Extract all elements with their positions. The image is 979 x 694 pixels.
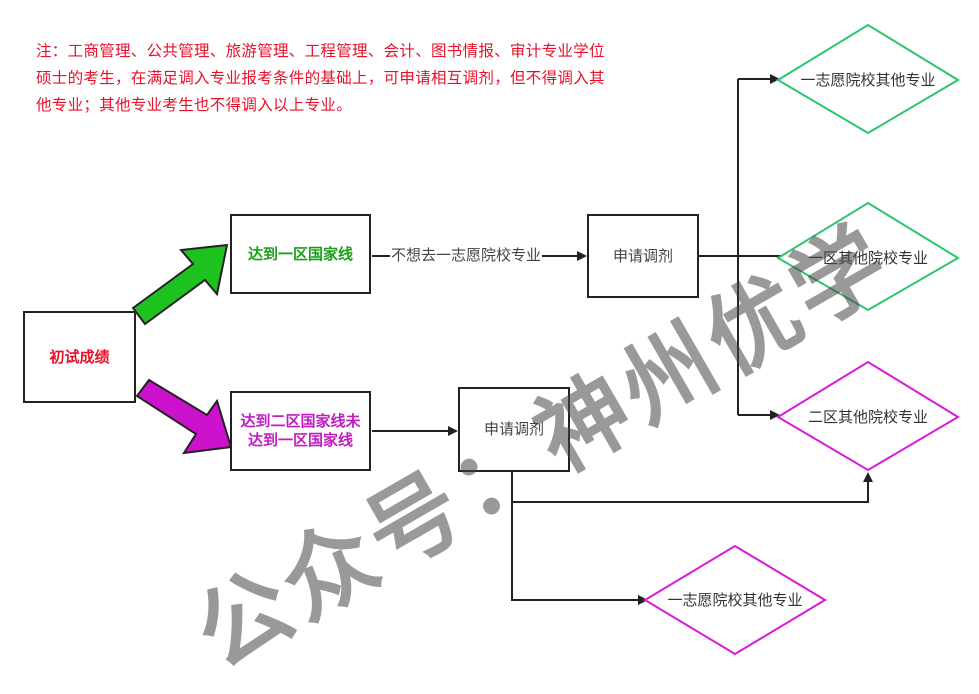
decision-label-d1: 一志愿院校其他专业 <box>799 71 937 89</box>
apply-adjust-box-1: 申请调剂 <box>587 214 699 298</box>
decision-label-d4: 一志愿院校其他专业 <box>666 591 804 609</box>
zone1-line-box: 达到一区国家线 <box>230 214 371 294</box>
initial-score-box: 初试成绩 <box>23 311 136 403</box>
decision-label-d3: 二区其他院校专业 <box>806 408 930 426</box>
flow-connectors <box>131 23 960 656</box>
green-block-arrow <box>131 243 229 326</box>
edge-label-not-want: 不想去一志愿院校专业 <box>390 246 543 264</box>
decision-label-d2: 一区其他院校专业 <box>806 249 930 267</box>
note-text: 注：工商管理、公共管理、旅游管理、工程管理、会计、图书情报、审计专业学位硕士的考… <box>36 42 605 114</box>
apply-adjust-box-2: 申请调剂 <box>458 387 570 472</box>
zone2-line-box: 达到二区国家线未达到一区国家线 <box>230 391 371 471</box>
connector-apply2-d3 <box>511 472 873 503</box>
connector-apply2-d4 <box>511 502 648 605</box>
magenta-block-arrow <box>135 378 233 455</box>
